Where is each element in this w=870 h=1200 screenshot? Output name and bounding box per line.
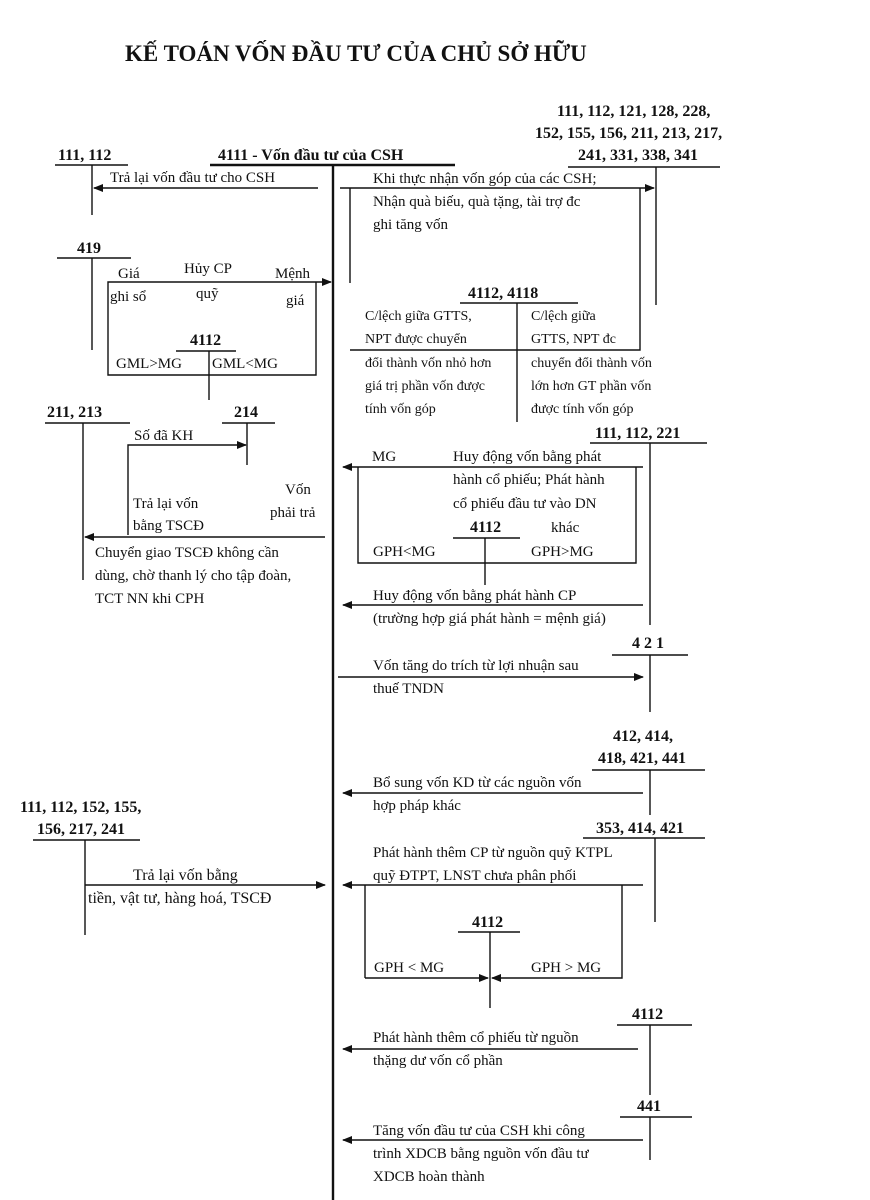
diff-right-text-3: chuyển đổi thành vốn <box>531 356 652 371</box>
central-account-label: 4111 - Vốn đầu tư của CSH <box>218 147 404 164</box>
acc-right-multi-label-1: 111, 112, 121, 128, 228, <box>557 103 711 120</box>
acc-211-213-label: 211, 213 <box>47 404 103 421</box>
ghi-so-text: ghi sổ <box>110 289 147 305</box>
menh-text: Mệnh <box>275 266 310 282</box>
gml-lt-text: GML<MG <box>212 356 278 372</box>
xdcb-text-3: XDCB hoàn thành <box>373 1169 485 1185</box>
tra-lai-von-text: Trả lại vốn <box>133 496 199 512</box>
diff-left-text-3: đổi thành vốn nhỏ hơn <box>365 356 492 371</box>
diff-right-text-4: lớn hơn GT phần vốn <box>531 379 652 394</box>
khac-text: khác <box>551 520 580 536</box>
gph-gt-text: GPH>MG <box>531 544 594 560</box>
quy-text: quỹ <box>196 286 219 302</box>
diff-left-text-2: NPT được chuyển <box>365 332 467 347</box>
return-assets-text-2: tiền, vật tư, hàng hoá, TSCĐ <box>88 890 272 907</box>
acc-4112-d-label: 4112 <box>632 1006 664 1023</box>
acc-441-label: 441 <box>637 1098 661 1115</box>
issue-par-text-1: Huy động vốn bằng phát hành CP <box>373 588 577 604</box>
acc-419-label: 419 <box>77 240 101 257</box>
acc-4112-b-label: 4112 <box>470 519 502 536</box>
acc-left-multi-label-1: 111, 112, 152, 155, <box>20 799 142 816</box>
supplement-text-2: hợp pháp khác <box>373 798 461 814</box>
gia-text: Giá <box>118 266 140 282</box>
line-diff-right <box>517 188 641 351</box>
bracket-issue-right <box>485 467 637 564</box>
huy-cp-text: Hủy CP <box>184 261 232 277</box>
acc-111-112-label: 111, 112 <box>58 147 112 164</box>
so-da-kh-text: Số đã KH <box>134 428 194 444</box>
mg-text: MG <box>372 449 397 465</box>
gph-lt-text: GPH<MG <box>373 544 436 560</box>
issue-text-1: Huy động vốn bằng phát <box>453 449 602 465</box>
xdcb-text-1: Tăng vốn đầu tư của CSH khi công <box>373 1123 585 1139</box>
acc-4112-c-label: 4112 <box>472 914 504 931</box>
diff-right-text-2: GTTS, NPT đc <box>531 332 616 347</box>
return-capital-text: Trả lại vốn đầu tư cho CSH <box>110 170 276 186</box>
phai-tra-text: phải trả <box>270 505 316 521</box>
diff-left-text-1: C/lệch giữa GTTS, <box>365 309 472 324</box>
transfer-text-2: dùng, chờ thanh lý cho tập đoàn, <box>95 568 292 584</box>
diff-left-text-5: tính vốn góp <box>365 402 436 417</box>
fund-text-1: Phát hành thêm CP từ nguồn quỹ KTPL <box>373 845 613 861</box>
issue-text-3: cổ phiếu đầu tư vào DN <box>453 496 597 512</box>
fund-text-2: quỹ ĐTPT, LNST chưa phân phối <box>373 868 577 884</box>
profit-text-1: Vốn tăng do trích từ lợi nhuận sau <box>373 658 579 674</box>
diff-right-text-1: C/lệch giữa <box>531 309 596 324</box>
acc-right-multi-label-3: 241, 331, 338, 341 <box>578 147 698 164</box>
acc-214-label: 214 <box>234 404 258 421</box>
diff-left-text-4: giá trị phần vốn được <box>365 379 485 394</box>
acc-right-multi-label-2: 152, 155, 156, 211, 213, 217, <box>535 125 723 142</box>
von-text: Vốn <box>285 482 311 498</box>
page-title: KẾ TOÁN VỐN ĐẦU TƯ CỦA CHỦ SỞ HỮU <box>125 41 587 66</box>
issue-text-2: hành cổ phiếu; Phát hành <box>453 472 605 488</box>
arrow-depreciated <box>127 441 247 535</box>
profit-text-2: thuế TNDN <box>373 681 444 697</box>
transfer-text-1: Chuyển giao TSCĐ không cần <box>95 545 279 561</box>
gml-gt-text: GML>MG <box>116 356 182 372</box>
arrow-cancel-treasury <box>107 278 332 350</box>
acc-412-label-2: 418, 421, 441 <box>598 750 686 767</box>
acc-4112-a-label: 4112 <box>190 332 222 349</box>
acc-left-multi-label-2: 156, 217, 241 <box>37 821 125 838</box>
gph-lt2-text: GPH < MG <box>374 960 445 976</box>
acc-412-label-1: 412, 414, <box>613 728 673 745</box>
transfer-text-3: TCT NN khi CPH <box>95 591 205 607</box>
xdcb-text-2: trình XDCB bằng nguồn vốn đầu tư <box>373 1146 589 1162</box>
supplement-text-1: Bổ sung vốn KD từ các nguồn vốn <box>373 775 582 791</box>
acc-421-label: 4 2 1 <box>632 635 664 652</box>
acc-4112-4118-label: 4112, 4118 <box>468 285 539 302</box>
receive-text-2: Nhận quà biếu, quà tặng, tài trợ đc <box>373 194 581 210</box>
acc-353-label: 353, 414, 421 <box>596 820 684 837</box>
receive-text-1: Khi thực nhận vốn góp của các CSH; <box>373 171 597 187</box>
gph-gt2-text: GPH > MG <box>531 960 602 976</box>
arrow-gph-gt <box>491 885 623 982</box>
bang-tscd-text: bằng TSCĐ <box>133 518 204 534</box>
receive-text-3: ghi tăng vốn <box>373 217 448 233</box>
issue-par-text-2: (trường hợp giá phát hành = mệnh giá) <box>373 611 606 627</box>
return-assets-text-1: Trả lại vốn bằng <box>133 867 238 884</box>
surplus-text-1: Phát hành thêm cổ phiếu từ nguồn <box>373 1030 579 1046</box>
bracket-issue-left <box>357 467 485 564</box>
surplus-text-2: thặng dư vốn cổ phần <box>373 1053 503 1069</box>
loop-cancel-treasury-right <box>107 282 317 376</box>
gia2-text: giá <box>286 293 305 309</box>
diff-right-text-5: được tính vốn góp <box>531 402 634 417</box>
acc-111-112-221-label: 111, 112, 221 <box>595 425 681 442</box>
